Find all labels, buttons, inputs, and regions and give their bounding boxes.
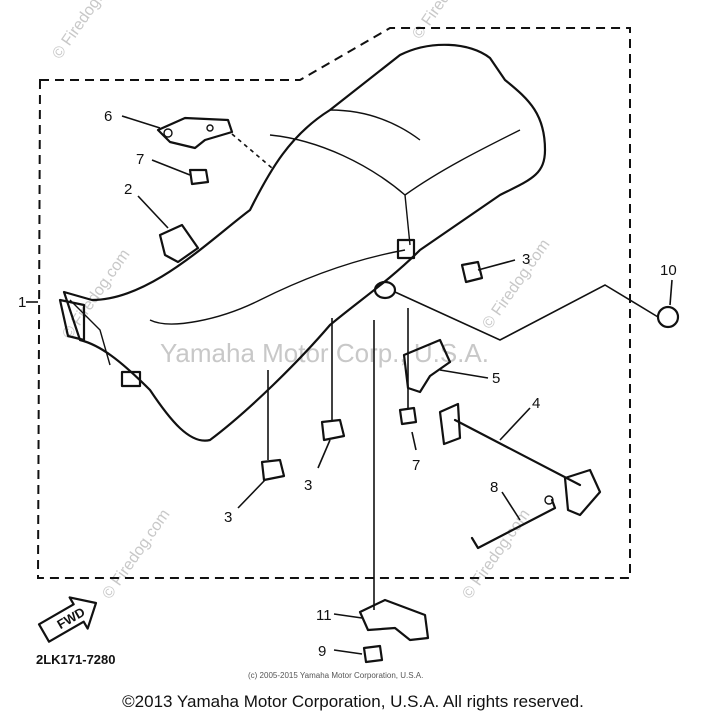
watermark-firedog: © Firedog.com [49,0,123,62]
callout-6: 6 [104,108,112,125]
leader-9 [333,649,363,655]
leader-6 [121,115,161,129]
leader-7-top [151,159,191,176]
watermark-center: Yamaha Motor Corp., U.S.A. [160,338,489,368]
watermark-firedog: © Firedog.com [99,506,173,602]
watermark-firedog: © Firedog.com [409,0,483,42]
bracket-part-2 [158,223,200,264]
leader-3-left [237,479,266,509]
leader-3-right [477,259,516,271]
leader-5 [439,369,489,379]
callout-5: 5 [492,370,500,387]
rod-part-4 [438,402,602,517]
leader-4 [499,407,531,441]
callout-3-right: 3 [522,251,530,268]
leader-10 [669,279,673,306]
callout-1: 1 [18,294,26,311]
nut-part-7-top [188,168,210,186]
callout-2: 2 [124,181,132,198]
leader-10-route [394,284,659,341]
grommet-part-3-left [260,458,286,482]
fwd-arrow-icon: FWD [37,596,98,643]
callout-11: 11 [316,607,332,624]
leader-11-label [333,613,363,619]
small-notice: (c) 2005-2015 Yamaha Motor Corporation, … [248,671,423,680]
leader-6-dash [231,133,273,169]
leader-3-mid [317,439,331,469]
diagram-code: 2LK171-7280 [36,652,116,667]
watermark-firedog: © Firedog.com [459,506,533,602]
seat [58,43,547,442]
nut-part-7-lower [398,406,418,426]
callout-3-mid: 3 [304,477,312,494]
assembly-boundary [36,27,631,579]
grommet-part-3-right [460,260,484,284]
cap-part-10 [656,305,680,329]
bracket-part-11 [358,598,430,642]
leader-2 [137,195,169,229]
callout-8: 8 [490,479,498,496]
leader-8 [501,491,521,521]
callout-10: 10 [660,262,677,279]
callout-9: 9 [318,643,326,660]
callout-7-top: 7 [136,151,144,168]
footer-copyright: ©2013 Yamaha Motor Corporation, U.S.A. A… [122,692,584,711]
leader-7-lower-label [411,431,417,451]
callout-4: 4 [532,395,540,412]
nut-part-9 [362,644,384,664]
callout-7-lower: 7 [412,457,420,474]
bracket-part-6 [156,116,234,150]
wire-part-8 [470,498,557,550]
grommet-part-3-mid [320,418,346,442]
callout-3-left: 3 [224,509,232,526]
